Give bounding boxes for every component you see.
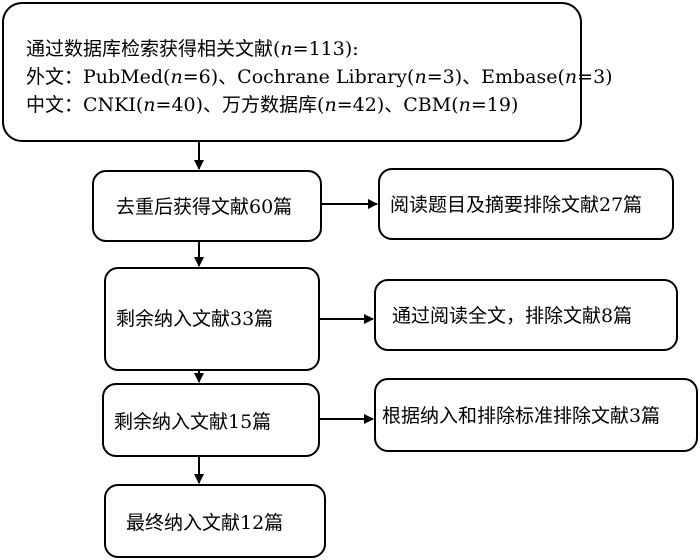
exclusion-2-label: 通过阅读全文，排除文献8篇 [392,305,633,327]
search-line-3-b-n: n [324,94,337,116]
search-line-3-a-n: n [143,94,156,116]
search-line-2-a-n: n [170,66,183,88]
search-line-2: 外文：PubMed(n=6)、Cochrane Library(n=3)、Emb… [26,68,613,87]
search-line-2-b-n: n [414,66,427,88]
search-box: 通过数据库检索获得相关文献(n=113): 外文：PubMed(n=6)、Coc… [2,2,613,142]
search-line-2-a: PubMed( [83,66,171,88]
search-line-1-n: n [280,38,293,60]
search-line-2-prefix: 外文： [26,66,84,88]
search-line-3-a-rest: =40)、万方数据库( [155,94,325,116]
step-dedup-box: 去重后获得文献60篇 [92,170,322,242]
search-line-2-b-rest: =3)、Embase( [426,66,565,88]
search-line-3-b-rest: =42)、CBM( [336,94,459,116]
exclusion-3-label: 根据纳入和排除标准排除文献3篇 [382,405,661,427]
search-line-3-c-rest: =19) [470,94,519,116]
exclusion-2-box: 通过阅读全文，排除文献8篇 [374,279,678,351]
search-line-2-c-n: n [564,66,578,88]
search-line-2-a-rest: =6)、Cochrane Library( [182,66,415,88]
step-final-label: 最终纳入文献12篇 [126,512,284,534]
search-line-3-a: CNKI( [83,94,144,116]
search-line-1-rest: =113): [292,38,359,60]
search-line-2-c-rest: =3) [577,66,613,88]
step-dedup-label: 去重后获得文献60篇 [116,196,293,218]
step-final-box: 最终纳入文献12篇 [104,484,326,558]
exclusion-3-box: 根据纳入和排除标准排除文献3篇 [374,378,698,452]
search-line-1-text: 通过数据库检索获得相关文献( [26,38,281,60]
step-remain1-box: 剩余纳入文献33篇 [104,267,320,371]
search-line-1: 通过数据库检索获得相关文献(n=113): [26,40,359,59]
exclusion-1-label: 阅读题目及摘要排除文献27篇 [390,194,643,216]
exclusion-1-box: 阅读题目及摘要排除文献27篇 [378,168,674,240]
step-remain1-label: 剩余纳入文献33篇 [116,308,274,330]
search-line-3: 中文：CNKI(n=40)、万方数据库(n=42)、CBM(n=19) [26,96,518,115]
step-remain2-box: 剩余纳入文献15篇 [102,383,320,457]
step-remain2-label: 剩余纳入文献15篇 [114,411,272,433]
search-line-3-prefix: 中文： [26,94,84,116]
search-line-3-c-n: n [458,94,471,116]
